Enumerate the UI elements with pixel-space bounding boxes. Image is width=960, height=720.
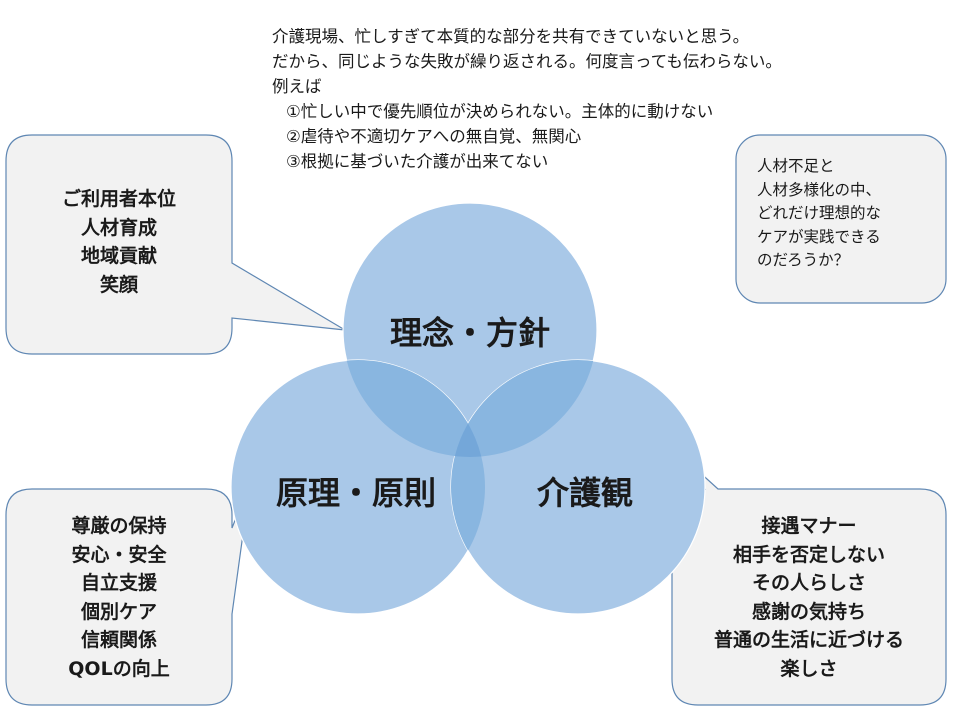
bubble-bottom-left-item: 信頼関係 <box>80 629 157 651</box>
overlap-top-left <box>343 360 485 457</box>
note-line: どれだけ理想的な <box>757 204 882 222</box>
intro-example-1: ①忙しい中で優先順位が決められない。主体的に動けない <box>286 102 714 121</box>
note-line: 人材多様化の中、 <box>757 180 882 199</box>
bubble-bottom-right-item: 楽しさ <box>780 657 838 680</box>
intro-example-3: ③根拠に基づいた介護が出来てない <box>286 152 549 171</box>
bubble-top-left-item: 地域貢献 <box>80 245 157 267</box>
note-line: 人材不足と <box>757 157 835 175</box>
bubble-top-left-item: ご利用者本位 <box>61 188 176 210</box>
intro-line-2: だから、同じような失敗が繰り返される。何度言っても伝わらない。 <box>272 52 782 71</box>
bubble-bottom-right-item: その人らしさ <box>751 572 866 594</box>
callout-bubble-top-left <box>5 134 346 355</box>
intro-line-1: 介護現場、忙しすぎて本質的な部分を共有できていないと思う。 <box>272 27 750 46</box>
bubble-bottom-right-item: 相手を否定しない <box>732 543 885 566</box>
bubble-bottom-left-item: 自立支援 <box>80 572 157 594</box>
bubble-bottom-right-item: 接遇マナー <box>761 515 857 537</box>
bubble-top-left-item: 笑顔 <box>99 273 138 296</box>
overlap-top-right <box>451 360 597 457</box>
note-box <box>735 134 947 304</box>
bubble-bottom-right-text: 接遇マナー 相手を否定しない その人らしさ 感謝の気持ち 普通の生活に近づける … <box>672 512 946 683</box>
bubble-bottom-right-item: 感謝の気持ち <box>751 600 866 623</box>
bubble-bottom-left-text: 尊厳の保持 安心・安全 自立支援 個別ケア 信頼関係 QOLの向上 <box>6 512 232 683</box>
bubble-bottom-right-item: 普通の生活に近づける <box>713 629 904 651</box>
note-line: ケアが実践できる <box>757 227 881 246</box>
note-text: 人材不足と 人材多様化の中、 どれだけ理想的な ケアが実践できる のだろうか？ <box>757 155 881 273</box>
note-line: のだろうか？ <box>757 251 850 269</box>
circle-label-right: 介護観 <box>536 474 633 512</box>
bubble-bottom-left-item: 尊厳の保持 <box>71 515 167 537</box>
bubble-bottom-left-item: 安心・安全 <box>71 543 167 566</box>
circle-label-left: 原理・原則 <box>275 474 436 512</box>
intro-text: 介護現場、忙しすぎて本質的な部分を共有できていないと思う。 だから、同じような失… <box>272 24 932 174</box>
circle-label-top: 理念・方針 <box>389 314 550 352</box>
intro-example-2: ②虐待や不適切ケアへの無自覚、無関心 <box>286 127 582 146</box>
bubble-top-left-text: ご利用者本位 人材育成 地域貢献 笑顔 <box>6 185 232 299</box>
bubble-top-left-item: 人材育成 <box>80 216 157 239</box>
bubble-bottom-left-item: 個別ケア <box>80 600 157 623</box>
intro-line-3: 例えば <box>272 77 322 96</box>
bubble-bottom-left-item: QOLの向上 <box>68 657 170 680</box>
callout-bubble-bottom-left <box>5 482 251 706</box>
